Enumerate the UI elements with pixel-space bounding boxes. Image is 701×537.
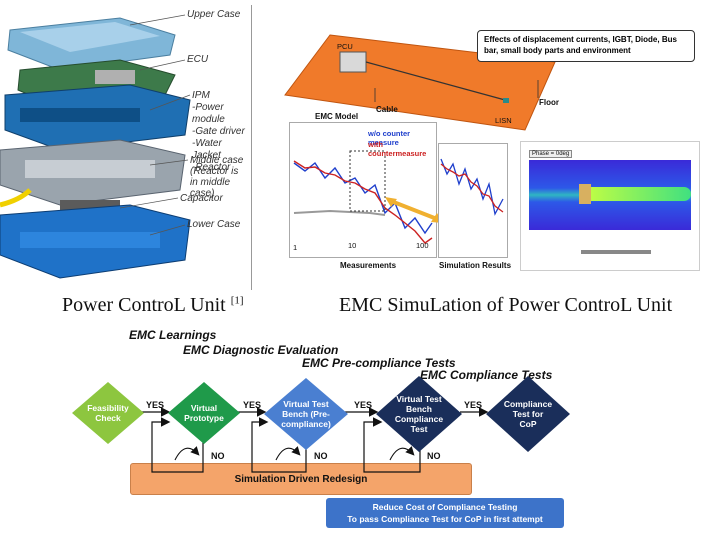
stage-compliance: EMC Compliance Tests [420, 368, 553, 382]
diamond-feasibility: Feasibility Check [72, 382, 144, 444]
lisn-label: LISN [495, 116, 512, 125]
stage-learnings: EMC Learnings [129, 328, 217, 342]
field-beam [581, 187, 691, 201]
middle-case-line: Middle case [190, 155, 244, 166]
field-source [579, 184, 591, 204]
ipm-line: -Power module [192, 102, 225, 125]
scale-bar [581, 250, 651, 254]
divider [251, 5, 252, 290]
diamond-virtual-bench-pre: Virtual Test Bench (Pre-compliance) [264, 378, 348, 450]
middle-case-line: in middle case) [190, 177, 231, 199]
label-upper-case: Upper Case [187, 9, 241, 20]
middle-case-line: (Reactor is [190, 166, 239, 177]
label-lower-case: Lower Case [187, 219, 241, 230]
cost-reduction-line2: To pass Compliance Test for CoP in first… [347, 514, 543, 524]
no-label: NO [427, 451, 441, 461]
diamond-compliance-cop: Compliance Test for CoP [486, 376, 570, 452]
label-ipm: IPM -Power module -Gate driver -Water Ja… [192, 90, 250, 174]
measurement-curves [293, 150, 433, 244]
simulation-caption: Simulation Results [439, 261, 512, 270]
emc-model-label: EMC Model [315, 112, 359, 121]
legend-without: w/o counter measure [368, 129, 411, 147]
caption-emc: EMC SimuLation of Power ControL Unit [339, 294, 673, 316]
yes-label: YES [464, 400, 483, 410]
yes-label: YES [354, 400, 373, 410]
legend-with: with countermeasure [368, 140, 427, 158]
cost-reduction-line1: Reduce Cost of Compliance Testing [372, 502, 518, 512]
emc-panel: PCU Cable Floor LISN EMC Model Effects o… [255, 0, 701, 290]
ipm-line: -Gate driver [192, 126, 245, 137]
tick-10: 10 [348, 241, 357, 250]
cable-label: Cable [376, 105, 398, 114]
virtual-prototype-label: Virtual Prototype [184, 402, 224, 423]
label-capacitor: Capacitor [180, 193, 223, 204]
yes-label: YES [146, 400, 165, 410]
virtual-bench-pre-label: Virtual Test Bench (Pre-compliance) [281, 398, 331, 430]
pcu-label: PCU [337, 42, 353, 51]
field-simulation: Phase = 0deg [520, 141, 700, 271]
cost-reduction-box: Reduce Cost of Compliance Testing To pas… [326, 498, 564, 528]
floor-label: Floor [539, 98, 559, 107]
simulation-plot [438, 143, 508, 258]
tick-1: 1 [293, 243, 298, 252]
effects-text: Effects of displacement currents, IGBT, … [484, 35, 677, 55]
label-ecu: ECU [187, 54, 209, 65]
tick-100: 100 [416, 241, 429, 250]
diamond-virtual-prototype: Virtual Prototype [168, 382, 240, 444]
effects-box: Effects of displacement currents, IGBT, … [477, 30, 695, 62]
redesign-bar: Simulation Driven Redesign [130, 463, 472, 495]
measurement-plot: w/o counter measure with countermeasure … [289, 122, 437, 258]
comparison-arrow [385, 197, 443, 223]
ipm-line: -Water Jacket [192, 138, 222, 161]
pcu-illustration [0, 14, 191, 279]
caption-pcu-ref: [1] [230, 294, 244, 307]
no-label: NO [211, 451, 225, 461]
label-middle-case: Middle case (Reactor is in middle case) [190, 155, 250, 199]
virtual-bench-compliance-label: Virtual Test Bench Compliance Test [394, 393, 444, 435]
ipm-line: IPM [192, 90, 210, 101]
flow-connectors [140, 407, 489, 473]
simulation-curves [440, 158, 504, 216]
redesign-label: Simulation Driven Redesign [234, 473, 368, 485]
yes-label: YES [243, 400, 262, 410]
no-label: NO [314, 451, 328, 461]
compliance-cop-label: Compliance Test for CoP [503, 398, 553, 430]
pcu-exploded-view: Upper Case ECU IPM -Power module -Gate d… [0, 0, 250, 290]
ipm-line: -Reactor [192, 162, 231, 173]
caption-pcu: Power ControL Unit [1] [62, 294, 244, 317]
diamond-virtual-bench-compliance: Virtual Test Bench Compliance Test [376, 376, 462, 452]
phase-label: Phase = 0deg [529, 150, 573, 158]
measurements-caption: Measurements [340, 261, 397, 270]
stage-precompliance: EMC Pre-compliance Tests [302, 356, 456, 370]
stage-diagnostic: EMC Diagnostic Evaluation [183, 343, 339, 357]
caption-pcu-text: Power ControL Unit [62, 294, 231, 316]
feasibility-label: Feasibility Check [87, 402, 129, 423]
